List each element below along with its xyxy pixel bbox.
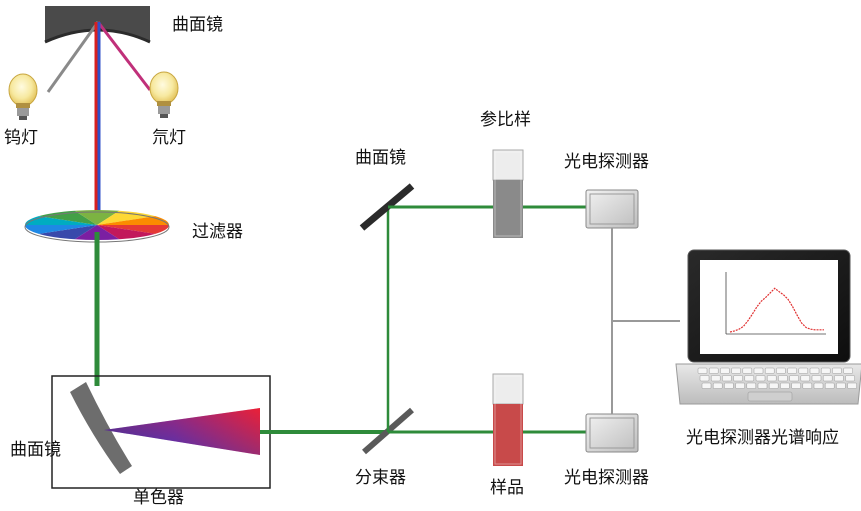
keyboard-key — [809, 367, 820, 374]
keyboard-key — [731, 367, 741, 374]
xenon-lamp-icon — [149, 71, 179, 118]
dispersion-wedge — [104, 408, 260, 455]
detector-bottom — [585, 413, 639, 453]
keyboard-key — [791, 382, 801, 389]
tungsten-lamp-icon — [8, 73, 38, 120]
filter-sector — [38, 210, 97, 225]
spectrum-plot — [725, 272, 826, 335]
keyboard-key — [753, 367, 764, 374]
keyboard-key — [720, 367, 730, 374]
curved-mirror-mono — [70, 382, 132, 474]
keyboard-key — [845, 375, 855, 382]
filter-sector — [25, 216, 97, 225]
detector-wires — [611, 228, 680, 414]
label-tungsten-lamp: 钨灯 — [4, 128, 38, 148]
reference-cuvette — [492, 149, 524, 238]
keyboard-key — [802, 382, 813, 389]
keyboard-key — [820, 367, 831, 374]
curved-mirror-right — [359, 183, 415, 231]
keyboard-key — [744, 375, 755, 382]
keyboard-key — [701, 382, 712, 389]
keyboard-key — [742, 367, 753, 374]
keyboard-key — [722, 375, 732, 382]
label-detector-top: 光电探测器 — [564, 152, 649, 172]
keyboard-key — [733, 375, 743, 382]
label-beam-splitter: 分束器 — [355, 468, 406, 488]
keyboard-key — [822, 375, 833, 382]
keyboard-key — [811, 375, 822, 382]
keyboard-key — [757, 382, 768, 389]
keyboard-key — [843, 367, 853, 374]
label-curved-mirror-mono: 曲面镜 — [10, 440, 61, 460]
keyboard-key — [824, 382, 835, 389]
label-filter: 过滤器 — [192, 222, 243, 242]
filter-wheel — [24, 210, 170, 243]
keyboard-key — [789, 375, 799, 382]
keyboard — [697, 367, 857, 389]
filter-sector — [24, 225, 97, 234]
keyboard-key — [798, 367, 809, 374]
keyboard-key — [710, 375, 721, 382]
keyboard-key — [735, 382, 745, 389]
lamp-beams — [46, 21, 152, 218]
keyboard-key — [768, 382, 779, 389]
sample-cuvette — [492, 373, 524, 466]
keyboard-key — [834, 375, 844, 382]
keyboard-key — [699, 375, 710, 382]
keyboard-key — [847, 382, 857, 389]
spectrum-curve — [729, 287, 824, 333]
keyboard-key — [832, 367, 842, 374]
label-sample: 样品 — [490, 478, 524, 498]
keyboard-key — [776, 367, 786, 374]
detector-top — [585, 189, 639, 229]
keyboard-key — [787, 367, 797, 374]
keyboard-key — [712, 382, 723, 389]
filter-sector — [97, 225, 156, 240]
keyboard-key — [780, 382, 790, 389]
laptop-icon — [675, 249, 861, 405]
label-curved-mirror-right: 曲面镜 — [355, 148, 406, 168]
keyboard-key — [766, 375, 777, 382]
filter-sector — [97, 225, 169, 234]
label-laptop-caption: 光电探测器光谱响应 — [686, 428, 839, 448]
keyboard-key — [764, 367, 775, 374]
filter-sector — [97, 210, 156, 225]
keyboard-key — [813, 382, 824, 389]
label-reference: 参比样 — [480, 110, 531, 130]
keyboard-key — [697, 367, 708, 374]
label-monochromator: 单色器 — [133, 488, 184, 508]
label-detector-bottom: 光电探测器 — [564, 468, 649, 488]
keyboard-key — [778, 375, 788, 382]
keyboard-key — [724, 382, 734, 389]
keyboard-key — [755, 375, 766, 382]
filter-sector — [74, 210, 120, 225]
keyboard-key — [836, 382, 846, 389]
keyboard-key — [708, 367, 719, 374]
filter-sector — [38, 225, 97, 240]
label-xenon-lamp: 氘灯 — [152, 128, 186, 148]
filter-sector — [97, 216, 170, 225]
keyboard-key — [800, 375, 811, 382]
label-curved-mirror-top: 曲面镜 — [172, 15, 223, 35]
keyboard-key — [746, 382, 757, 389]
